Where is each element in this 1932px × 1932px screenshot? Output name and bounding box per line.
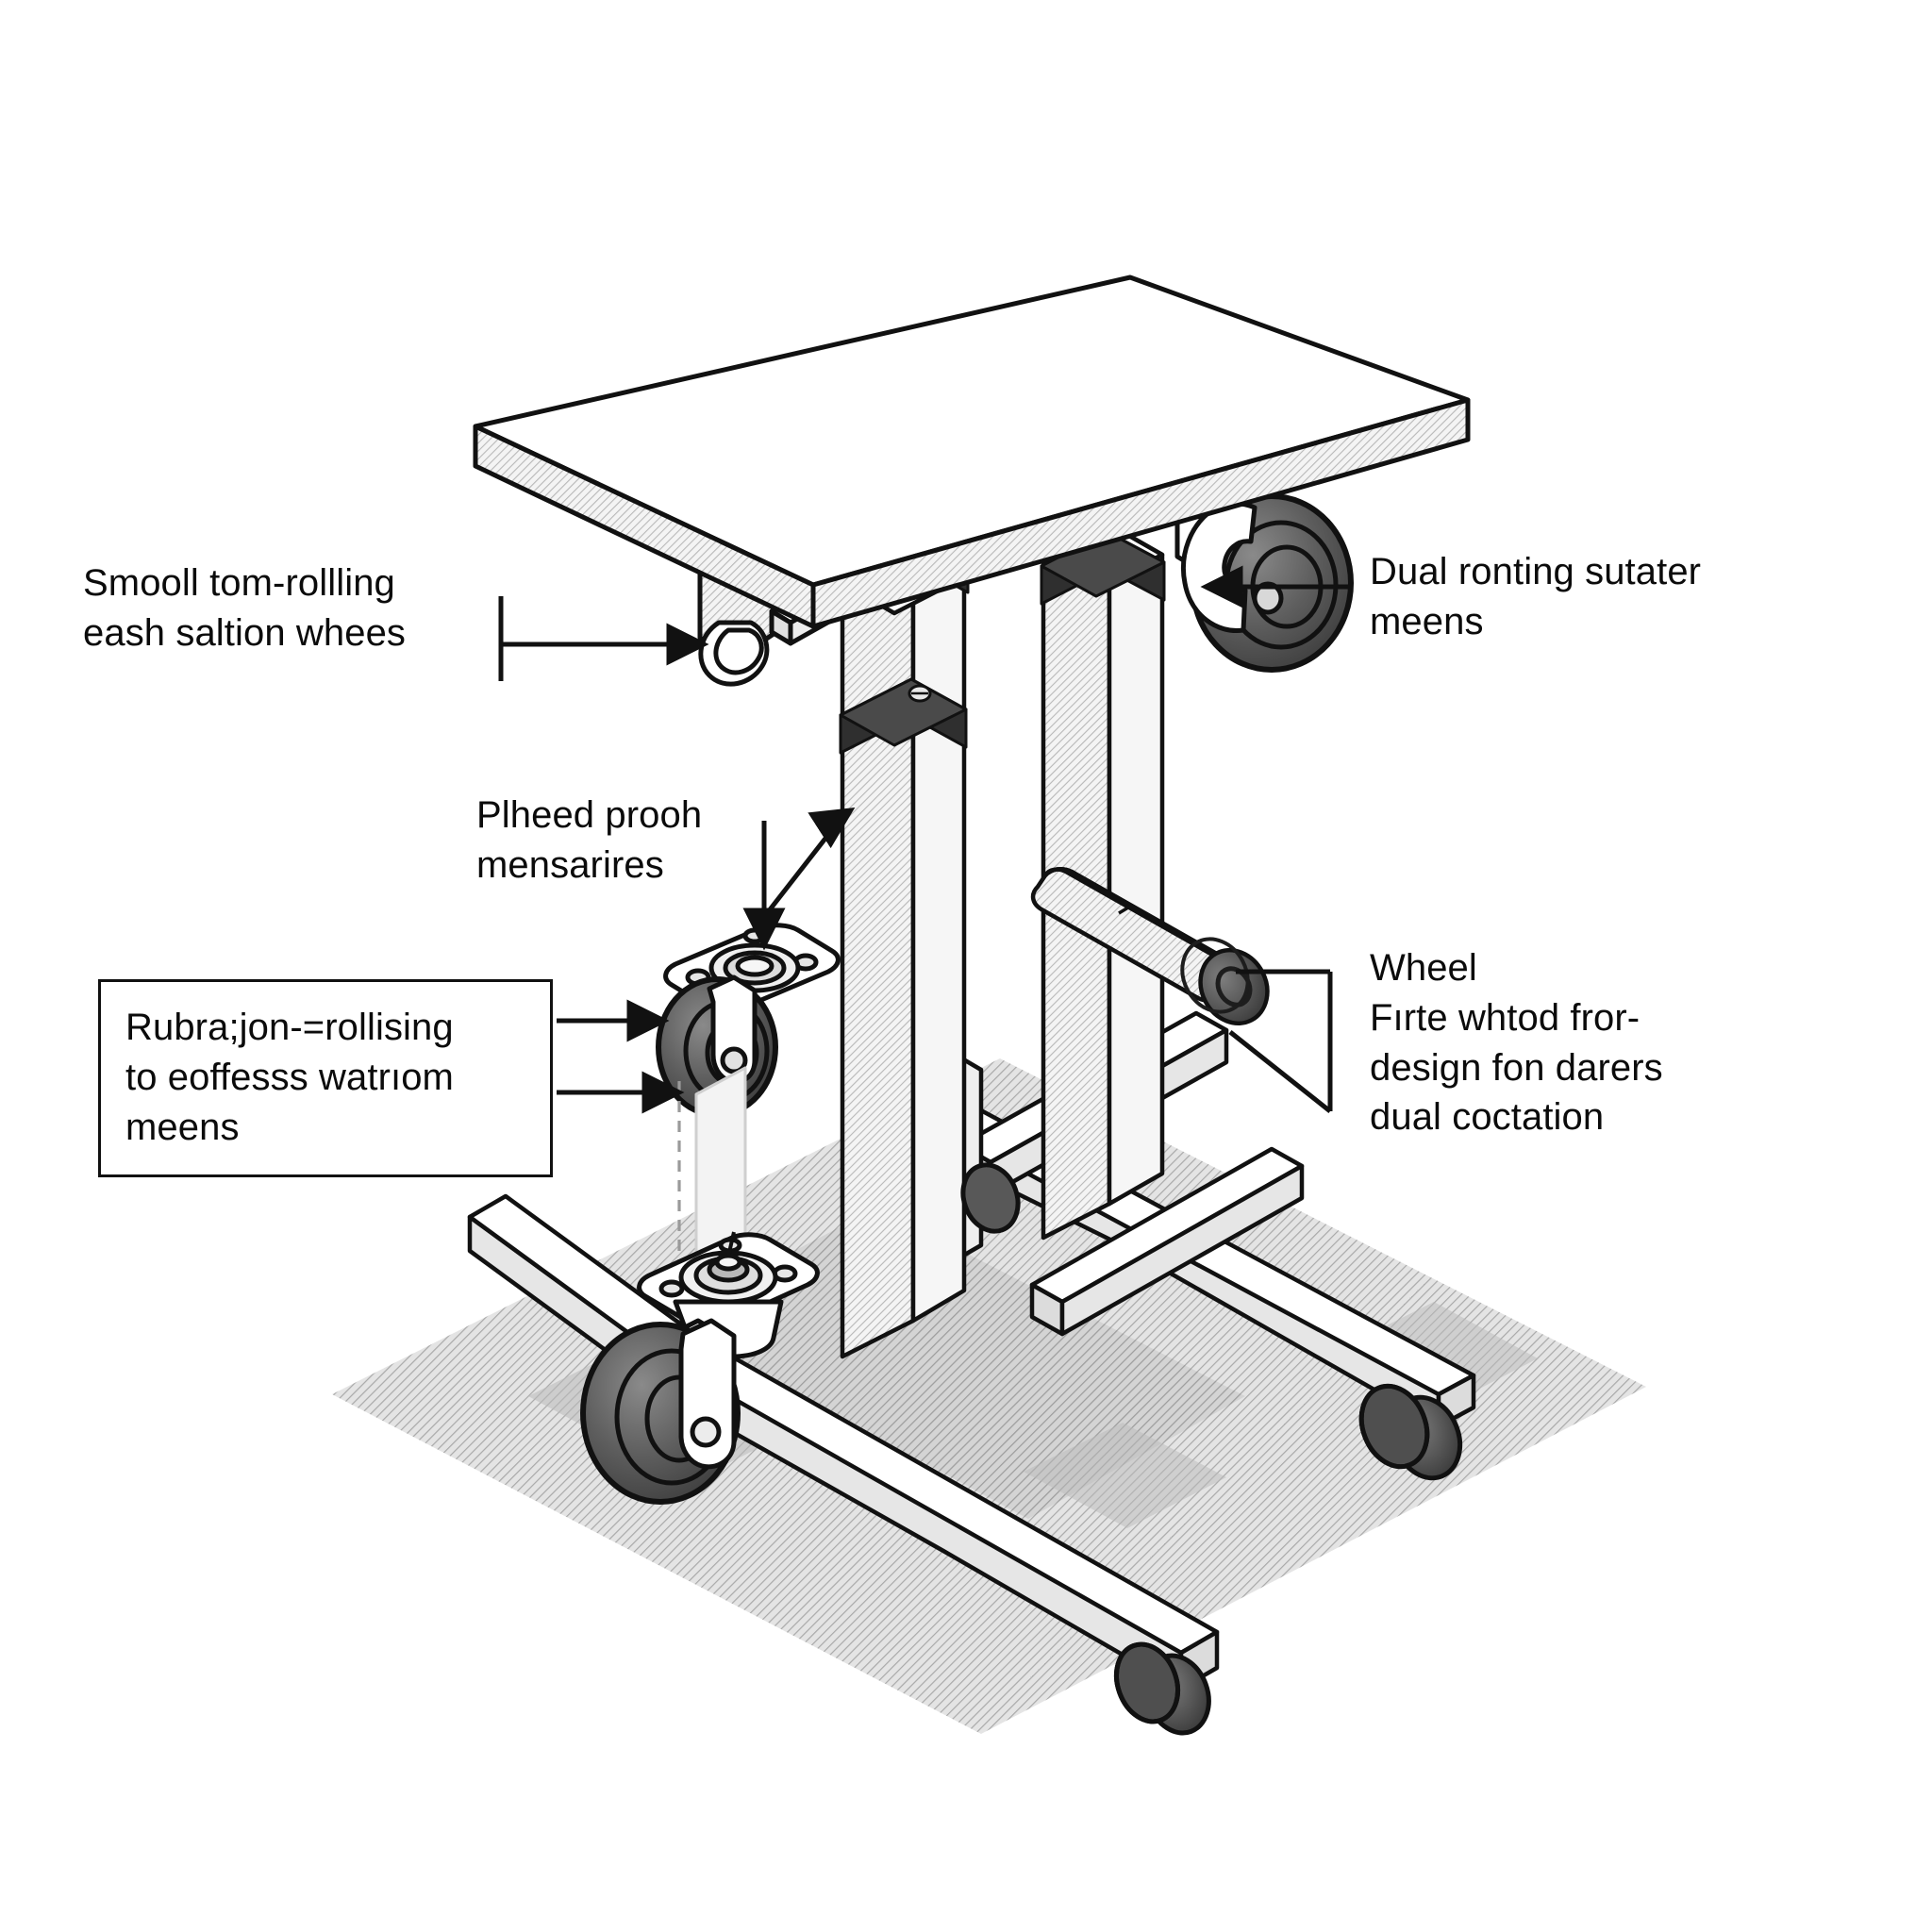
- tabletop: [473, 275, 1471, 687]
- wheel-design-callout: Wheel Fırte whtod fror- design fon darer…: [1370, 947, 1663, 1139]
- rubber-rolling-boxed-callout: Rubra;jon-=rollising to eoffesss watrıom…: [98, 979, 553, 1178]
- swivel-caster-detail-lower: [580, 1231, 820, 1505]
- smooth-rolling-callout: Smooll tom-rollling eash saltion whees: [83, 562, 407, 654]
- foot-caster-front: [1114, 1641, 1211, 1736]
- foot-caster-rear-hidden: [960, 1162, 1021, 1234]
- pinned-proof-callout: Plheed prooh mensarires: [476, 794, 703, 886]
- leader-rubber-rolling: [557, 999, 685, 1114]
- crank-handle: [1030, 866, 1270, 1026]
- column-assembly: [839, 522, 1270, 1359]
- swivel-caster-detail-upper: [656, 923, 841, 1283]
- telescoping-column-left: [839, 540, 970, 1359]
- foot-caster-right: [1358, 1383, 1463, 1481]
- cross-brace-lower: [1029, 1146, 1305, 1337]
- leader-pinned-proof: [742, 807, 856, 951]
- leader-wheel-firm: [1228, 969, 1333, 1113]
- dual-rotating-caster-callout: Dual ronting sutater meens: [1370, 551, 1702, 642]
- leader-lines: [498, 565, 1351, 1114]
- leader-smooth-rolling: [498, 596, 709, 681]
- foot-casters: [960, 1162, 1463, 1736]
